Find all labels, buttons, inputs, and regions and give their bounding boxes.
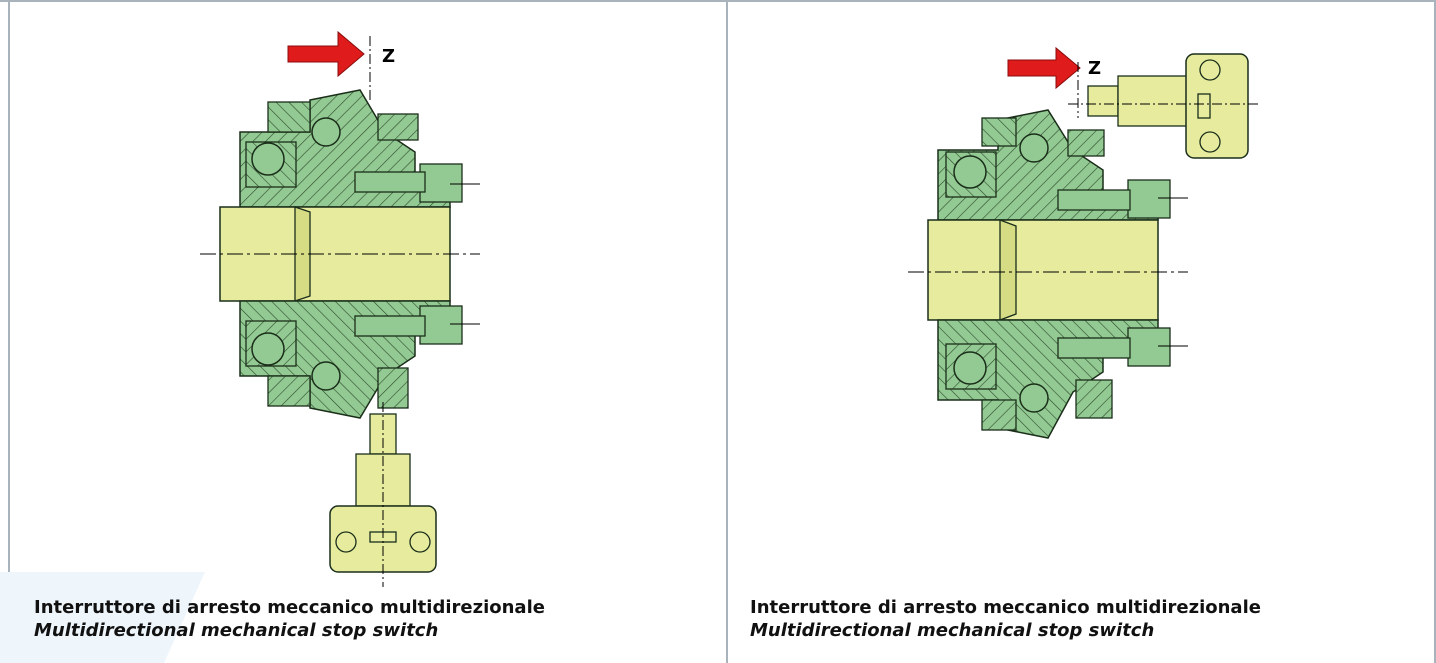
switch-screw-left-icon xyxy=(335,531,357,553)
upper-bolt xyxy=(1057,189,1131,211)
lower-bearing-ball xyxy=(953,351,987,385)
upper-bolt-head xyxy=(1127,179,1171,219)
upper-ring xyxy=(981,117,1017,147)
z-axis-label: Z xyxy=(1088,58,1101,79)
lower-screw xyxy=(1075,379,1113,419)
switch-screw-bottom-icon xyxy=(1199,131,1221,153)
upper-bolt-head xyxy=(419,163,463,203)
panel-divider xyxy=(726,0,728,663)
lower-ring xyxy=(267,375,311,407)
direction-arrow-icon xyxy=(1007,46,1081,90)
upper-ball-small xyxy=(1019,133,1049,163)
left-drawing: Z xyxy=(200,30,480,587)
lower-ring xyxy=(981,399,1017,431)
right-drawing: Z xyxy=(908,46,1258,439)
switch-plunger xyxy=(1087,85,1119,117)
upper-bolt xyxy=(354,171,426,193)
right-border xyxy=(1434,0,1436,663)
switch-body xyxy=(1117,75,1189,127)
caption-english: Multidirectional mechanical stop switch xyxy=(34,620,439,641)
upper-ball-small xyxy=(311,117,341,147)
lower-plunger-seat xyxy=(377,367,409,409)
lower-ball-small xyxy=(311,361,341,391)
upper-bearing-ball xyxy=(251,142,285,176)
caption-italian: Interruttore di arresto meccanico multid… xyxy=(34,597,545,618)
left-border xyxy=(8,0,10,663)
switch-slot xyxy=(1197,93,1211,119)
caption-italian: Interruttore di arresto meccanico multid… xyxy=(750,597,1261,618)
upper-ring xyxy=(267,101,311,133)
lower-bearing-ball xyxy=(251,332,285,366)
left-panel: Z Interruttore di ar xyxy=(10,2,726,663)
lower-bolt-head xyxy=(1127,327,1171,367)
switch-screw-top-icon xyxy=(1199,59,1221,81)
caption-english: Multidirectional mechanical stop switch xyxy=(750,620,1155,641)
upper-screw xyxy=(1067,129,1105,157)
z-axis-label: Z xyxy=(382,46,395,67)
watermark-shape xyxy=(0,572,205,663)
shaft-bore xyxy=(927,219,1159,321)
lower-ball-small xyxy=(1019,383,1049,413)
upper-screw xyxy=(377,113,419,141)
switch-housing xyxy=(1185,53,1249,159)
lower-bolt-head xyxy=(419,305,463,345)
bore-groove xyxy=(999,219,1017,321)
lower-bolt xyxy=(354,315,426,337)
right-caption: Interruttore di arresto meccanico multid… xyxy=(750,596,1261,642)
right-panel: Z Interruttore di ar xyxy=(728,2,1434,663)
left-caption: Interruttore di arresto meccanico multid… xyxy=(34,596,545,642)
upper-bearing-ball xyxy=(953,155,987,189)
switch-screw-right-icon xyxy=(409,531,431,553)
direction-arrow-icon xyxy=(287,30,365,78)
lower-bolt xyxy=(1057,337,1131,359)
